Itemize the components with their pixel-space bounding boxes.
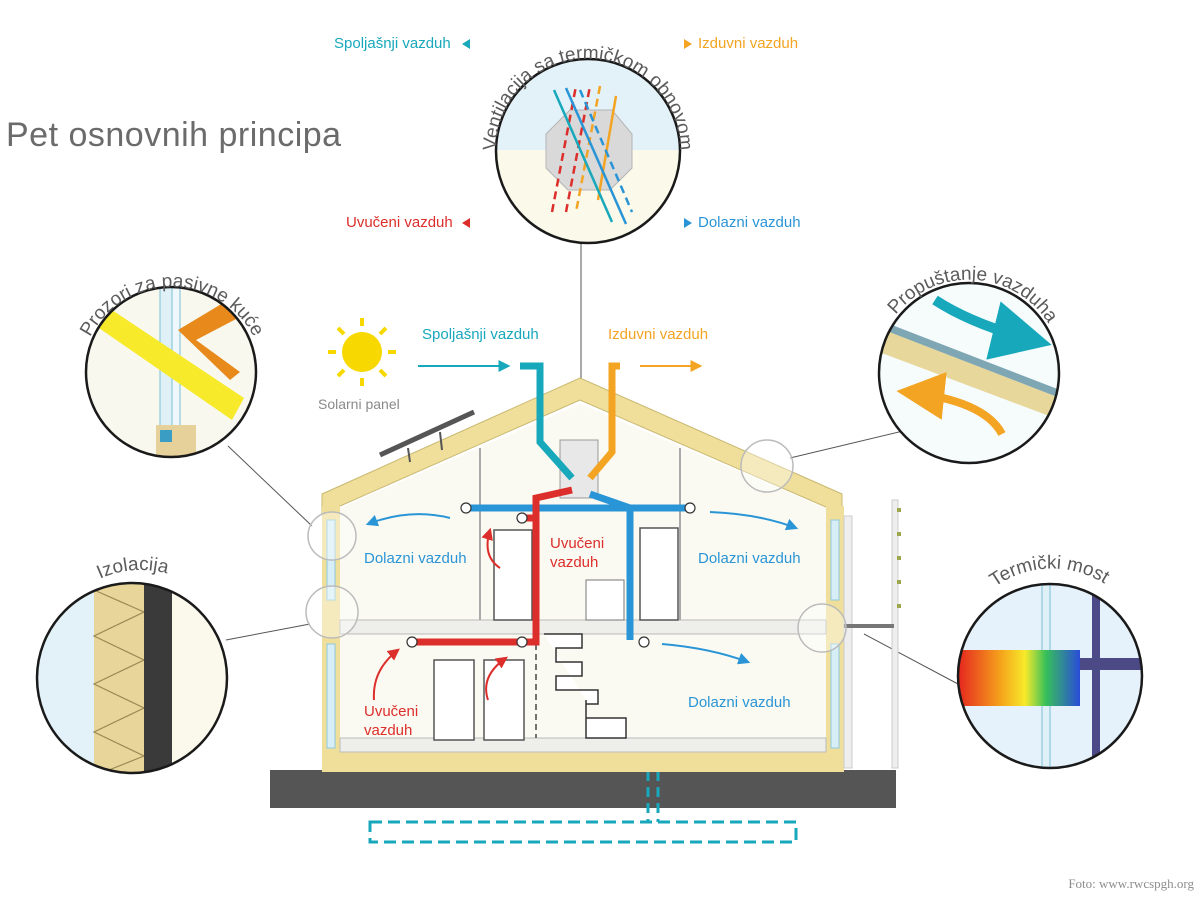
legend-supply-air: Dolazni vazduh (698, 214, 801, 231)
solar-panel-rack (378, 409, 476, 463)
airtightness-detail-circle (877, 281, 1061, 465)
legend-extract-air: Uvučeni vazduh (346, 214, 453, 231)
sun-icon (328, 318, 396, 386)
windows-detail-circle (84, 285, 258, 459)
insulation-detail-circle (35, 581, 229, 775)
photo-credit: Foto: www.rwcspgh.org (1068, 876, 1194, 891)
supply-air-lower-right-label: Dolazni vazduh (688, 694, 791, 711)
legend-extract-marker (462, 218, 470, 228)
insulation-title: Izolacija (94, 554, 172, 584)
connector-lines (225, 244, 959, 685)
page-title: Pet osnovnih principa (6, 116, 342, 154)
balcony-structure (843, 499, 901, 769)
extract-air-upper-label: Uvučeni vazduh (550, 535, 605, 571)
air-vents (406, 502, 696, 648)
supply-air-upper-left-label: Dolazni vazduh (364, 550, 467, 567)
thermal-bridge-detail-circle (956, 582, 1144, 770)
legend-exhaust-marker (684, 39, 692, 49)
house (321, 377, 844, 772)
legend-outside-marker (462, 39, 470, 49)
legend-supply-marker (684, 218, 692, 228)
legend-outside-air: Spoljašnji vazduh (334, 35, 451, 52)
legend-exhaust-air: Izduvni vazduh (698, 35, 799, 52)
foundation (270, 755, 896, 844)
room-airflow-arrows (365, 511, 799, 701)
ventilation-ducts (414, 362, 690, 646)
solar-panel-label: Solarni panel (318, 396, 400, 412)
extract-air-lower-label: Uvučeni vazduh (364, 703, 419, 739)
house-exhaust-air-label: Izduvni vazduh (608, 326, 709, 343)
supply-air-upper-right-label: Dolazni vazduh (698, 550, 801, 567)
house-outside-air-label: Spoljašnji vazduh (422, 326, 539, 343)
legend-markers (462, 39, 692, 228)
detail-markers (305, 439, 847, 653)
